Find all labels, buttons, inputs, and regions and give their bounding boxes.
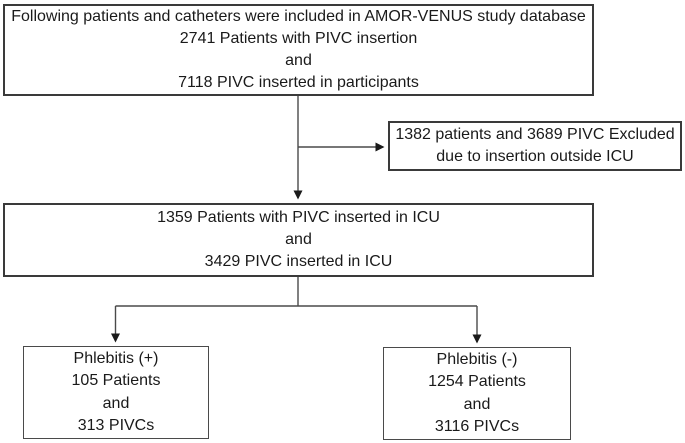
box-line: Phlebitis (-): [436, 350, 518, 368]
box-line: and: [285, 52, 312, 69]
box-phlebitis-negative: Phlebitis (-) 1254 Patients and 3116 PIV…: [383, 347, 571, 440]
box-line: Phlebitis (+): [73, 349, 159, 367]
box-line: 7118 PIVC inserted in participants: [178, 74, 419, 91]
box-line: 1254 Patients: [428, 373, 526, 390]
box-excluded: 1382 patients and 3689 PIVC Excluded due…: [388, 121, 682, 171]
box-line: 1359 Patients with PIVC inserted in ICU: [157, 209, 440, 226]
box-line: 3116 PIVCs: [434, 418, 520, 435]
box-line: due to insertion outside ICU: [436, 148, 634, 165]
box-line: and: [463, 395, 491, 413]
box-line: 105 Patients: [71, 372, 161, 389]
box-phlebitis-positive: Phlebitis (+) 105 Patients and 313 PIVCs: [23, 346, 209, 439]
box-included-database: Following patients and catheters were in…: [3, 4, 594, 96]
box-line: and: [102, 394, 130, 412]
box-line: 313 PIVCs: [77, 417, 155, 434]
box-line: Following patients and catheters were in…: [11, 8, 586, 25]
box-line: 1382 patients and 3689 PIVC Excluded: [395, 126, 675, 143]
box-line: 2741 Patients with PIVC insertion: [179, 30, 418, 47]
box-line: 3429 PIVC inserted in ICU: [204, 253, 393, 270]
box-line: and: [285, 231, 312, 248]
box-icu-inserted: 1359 Patients with PIVC inserted in ICU …: [3, 203, 594, 277]
